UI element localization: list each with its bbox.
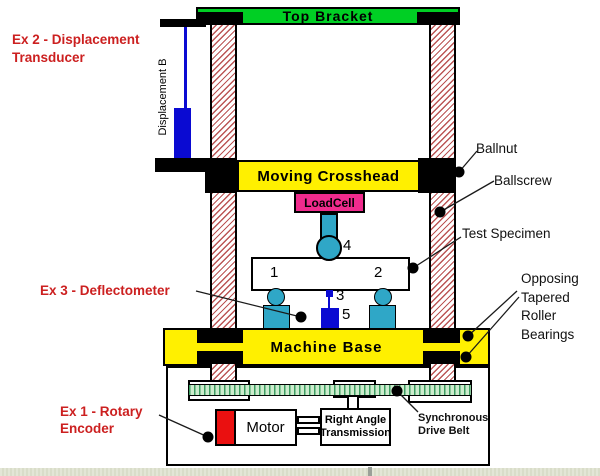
bearing-block-right-upper (423, 330, 460, 343)
top-bracket-label: Top Bracket (282, 8, 374, 24)
label-drive-belt: Synchronous Drive Belt (418, 412, 488, 438)
annotation-ex1-line2: Encoder (60, 421, 115, 436)
label-ballscrew: Ballscrew (494, 173, 552, 188)
coupling-upper (297, 416, 320, 424)
ballscrew-column-right (429, 24, 456, 366)
transmission-shaft (347, 397, 359, 409)
moving-crosshead: Moving Crosshead (237, 160, 420, 192)
transmission-label-line1: Right Angle (324, 414, 387, 426)
transducer-mount-bracket (160, 19, 206, 27)
synchronous-drive-belt (188, 384, 472, 396)
coupling-lower (297, 427, 320, 435)
support-roller-right (374, 288, 392, 306)
bearing-block-left-lower (197, 351, 243, 364)
point-5-label: 5 (342, 306, 351, 323)
label-drive-belt-line2: Drive Belt (418, 425, 470, 437)
label-bearings-line4: Bearings (521, 326, 575, 342)
desktop-edge-tick (368, 467, 372, 476)
label-bearings-line3: Roller (521, 308, 557, 323)
top-bracket: Top Bracket (196, 7, 460, 25)
support-roller-left (267, 288, 285, 306)
point-1-label: 1 (270, 264, 279, 281)
support-block-left (263, 305, 290, 329)
ballnut-block-left (205, 158, 237, 193)
point-4-label: 4 (343, 237, 352, 254)
label-ballnut: Ballnut (476, 141, 518, 156)
desktop-edge-strip (0, 468, 600, 476)
bearing-block-left-upper (197, 330, 243, 343)
label-bearings-line1: Opposing (521, 271, 579, 286)
ballnut-block-right (418, 158, 456, 193)
transmission-label-line2: Transmission (320, 427, 391, 439)
label-bearings: Opposing Tapered Roller Bearings (521, 270, 579, 344)
support-block-right (369, 305, 396, 329)
ballscrew-column-left (210, 24, 237, 366)
annotation-ex2: Ex 2 - Displacement Transducer (12, 31, 140, 67)
ballscrew-stub-right (429, 364, 456, 384)
label-bearings-line2: Tapered (521, 289, 570, 305)
point-3-label: 3 (336, 287, 345, 304)
loading-ball (316, 235, 342, 261)
ballscrew-stub-left (210, 364, 237, 384)
motor-label: Motor (246, 419, 285, 436)
load-cell-label: LoadCell (304, 195, 355, 210)
top-bracket-end-left (196, 12, 243, 25)
rotary-encoder-block (217, 411, 236, 444)
load-cell: LoadCell (294, 192, 365, 213)
annotation-ex1: Ex 1 - Rotary Encoder (60, 403, 143, 437)
crosshead-left-arm (155, 158, 215, 172)
motor-box: Motor (215, 409, 297, 446)
label-drive-belt-line1: Synchronous (418, 412, 489, 424)
moving-crosshead-label: Moving Crosshead (257, 167, 400, 185)
annotation-ex2-line2: Transducer (12, 50, 85, 65)
transducer-rod (184, 27, 187, 108)
machine-base-label: Machine Base (270, 338, 383, 356)
annotation-ex2-line1: Ex 2 - Displacement (12, 32, 140, 47)
deflectometer-tip (326, 290, 333, 297)
deflectometer-stem (328, 297, 330, 308)
deflectometer-body (321, 308, 339, 330)
right-angle-transmission-box: Right Angle Transmission (320, 408, 391, 446)
displacement-axis-label: Displacement B (157, 58, 169, 136)
bearing-block-right-lower (423, 351, 460, 364)
label-test-specimen: Test Specimen (462, 226, 551, 241)
top-bracket-end-right (417, 12, 460, 25)
point-2-label: 2 (374, 264, 383, 281)
annotation-ex3: Ex 3 - Deflectometer (40, 283, 170, 298)
transducer-body (174, 108, 191, 158)
annotation-ex1-line1: Ex 1 - Rotary (60, 404, 143, 419)
